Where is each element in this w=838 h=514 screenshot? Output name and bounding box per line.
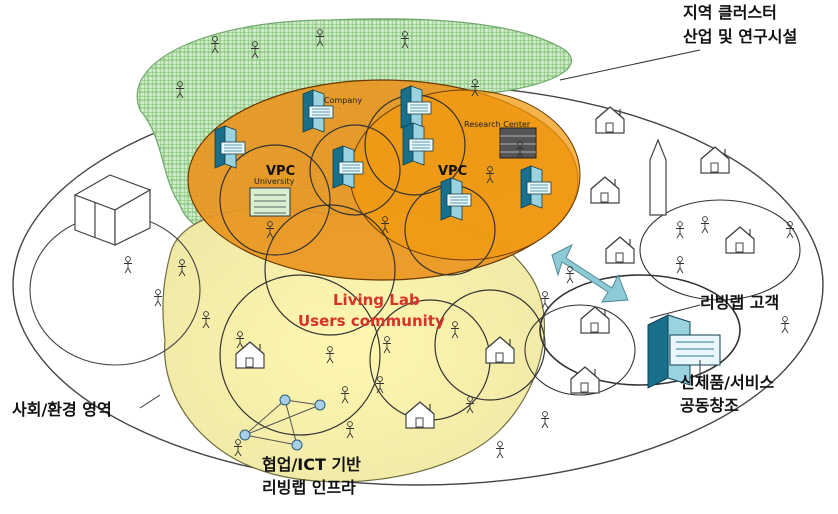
vpc-left-label: VPC bbox=[266, 164, 295, 179]
tower-icon bbox=[649, 138, 667, 216]
right-cluster-ovals bbox=[524, 199, 801, 396]
university-label: University bbox=[254, 177, 295, 186]
regional-cluster-label-2: 산업 및 연구시설 bbox=[683, 27, 797, 46]
box-structure bbox=[73, 174, 152, 246]
research-center-label: Research Center bbox=[464, 120, 531, 129]
customer-building-icon bbox=[647, 314, 721, 389]
exchange-arrow bbox=[551, 243, 629, 303]
regional-cluster-label-1: 지역 클러스터 bbox=[683, 3, 777, 22]
living-lab-label-2: Users community bbox=[298, 312, 445, 330]
university-building-icon bbox=[249, 187, 291, 217]
living-lab-label-1: Living Lab bbox=[333, 291, 420, 309]
ict-network bbox=[239, 394, 326, 451]
customer-label: 리빙랩 고객 bbox=[700, 293, 779, 312]
company-label: Company bbox=[324, 96, 362, 105]
cocreation-label-1: 신제품/서비스 bbox=[680, 373, 774, 392]
cocreation-label-2: 공동창조 bbox=[680, 396, 739, 415]
infra-label-1: 협업/ICT 기반 bbox=[262, 455, 361, 474]
infra-label-2: 리빙랩 인프라 bbox=[262, 478, 356, 497]
callout-lines bbox=[139, 49, 701, 409]
vpc-right-label: VPC bbox=[438, 164, 467, 179]
social-environment-label: 사회/환경 영역 bbox=[12, 400, 112, 419]
